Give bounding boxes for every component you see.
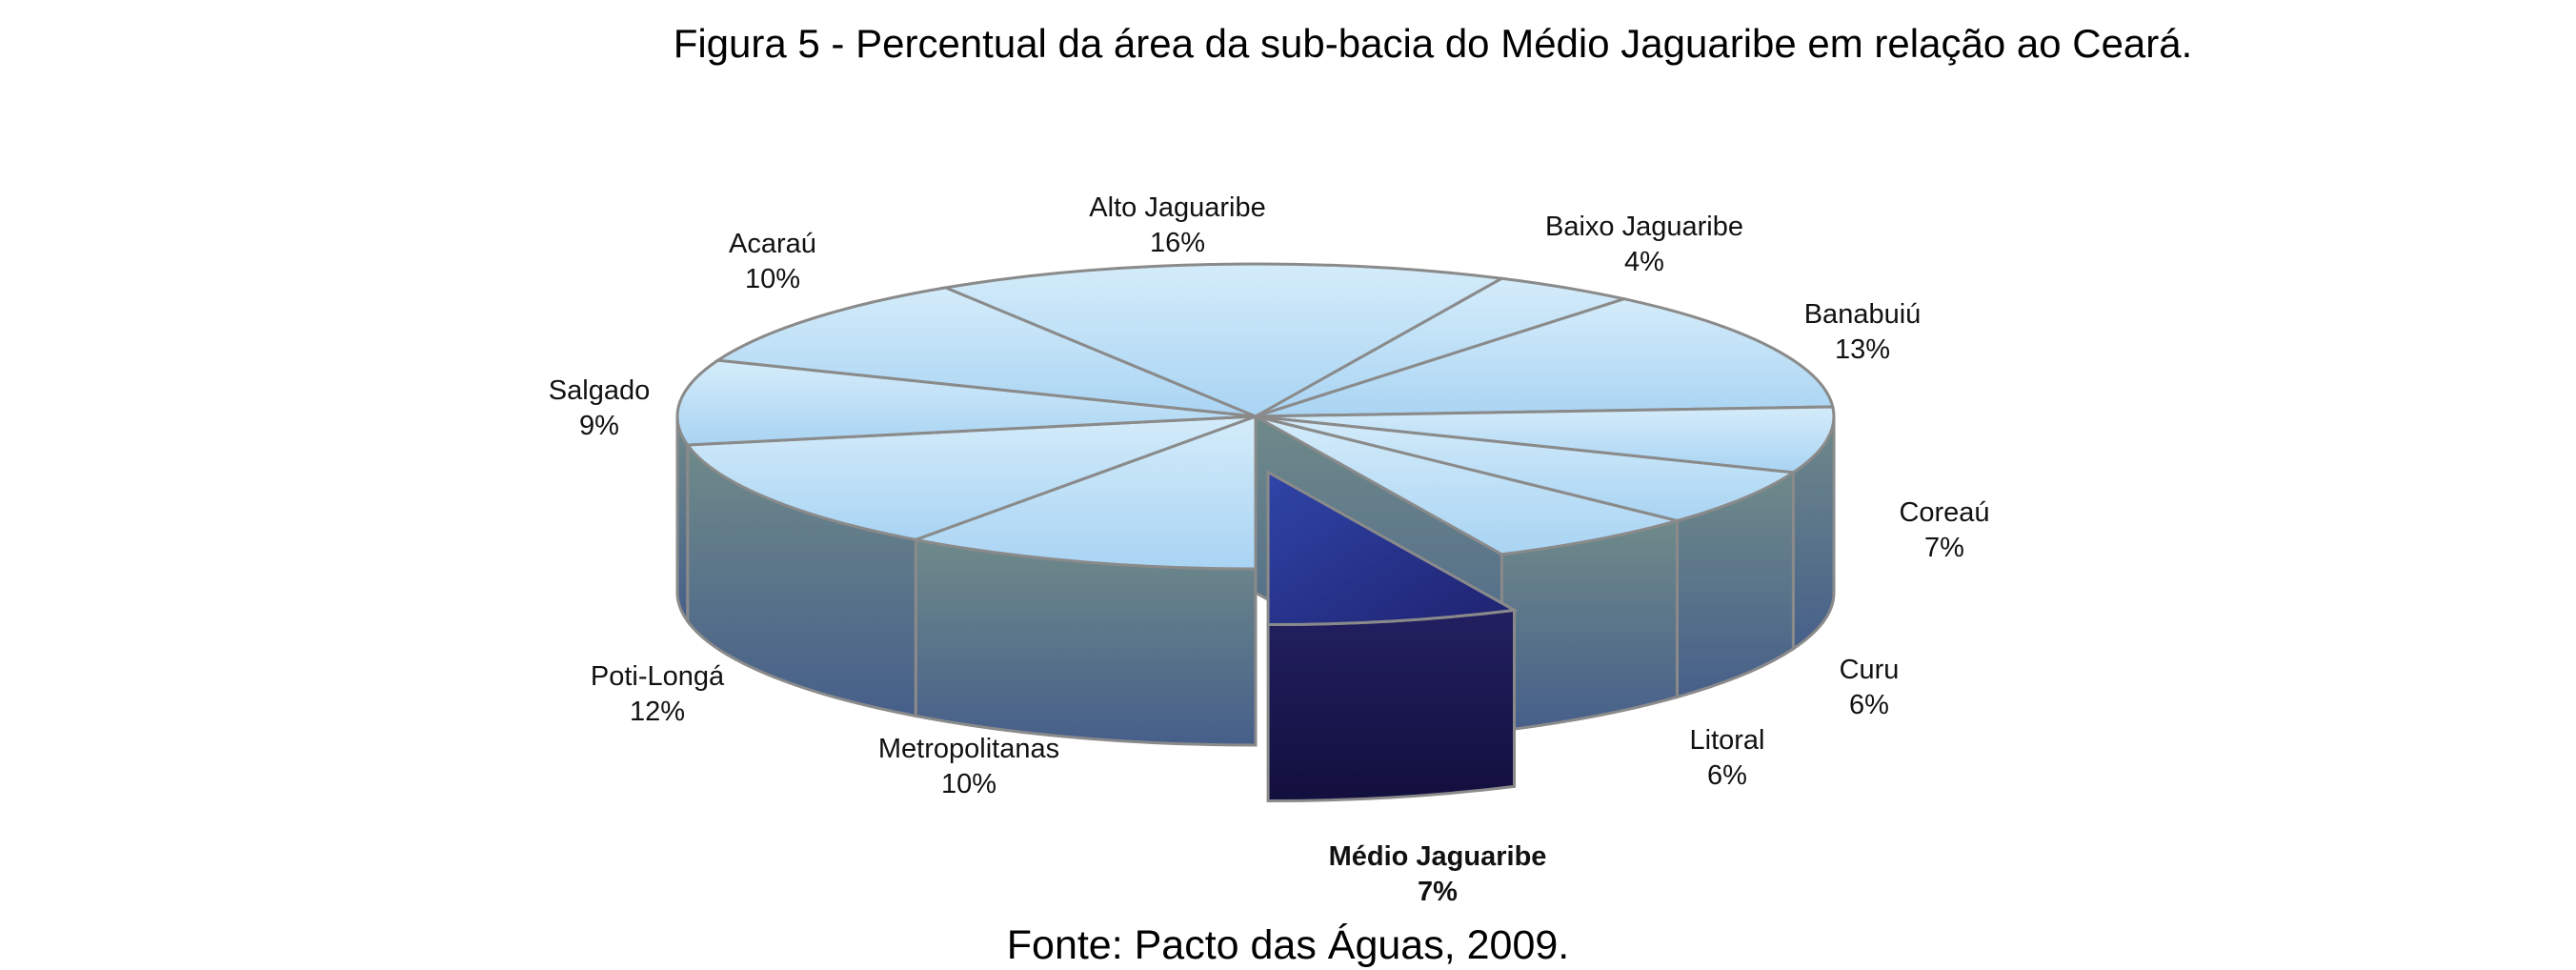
- figure-title: Figura 5 - Percentual da área da sub-bac…: [673, 21, 2193, 66]
- slice-label-name-litoral: Litoral: [1690, 725, 1765, 756]
- slice-label-value-coreau: 7%: [1924, 533, 1964, 563]
- slice-label-name-acarau: Acaraú: [729, 229, 816, 259]
- slice-label-value-acarau: 10%: [745, 264, 800, 294]
- slice-side-medio-jaguaribe: [1266, 608, 1517, 803]
- slice-salgado: [675, 358, 1257, 447]
- slice-label-name-alto-jaguaribe: Alto Jaguaribe: [1089, 192, 1265, 223]
- figure-source: Fonte: Pacto das Águas, 2009.: [1006, 922, 1570, 968]
- slice-coreau: [1255, 405, 1836, 475]
- slice-medio-jaguaribe: [1266, 469, 1519, 627]
- slice-label-name-salgado: Salgado: [549, 375, 650, 406]
- slice-alto-jaguaribe: [940, 262, 1507, 418]
- slice-label-name-metropolitanas: Metropolitanas: [878, 734, 1059, 764]
- slice-label-name-medio-jaguaribe: Médio Jaguaribe: [1329, 841, 1547, 872]
- slice-label-value-banabuiu: 13%: [1835, 334, 1890, 365]
- slice-label-value-medio-jaguaribe: 7%: [1418, 877, 1458, 907]
- slice-label-value-metropolitanas: 10%: [941, 769, 996, 799]
- slice-poti-longa: [684, 414, 1257, 541]
- slice-acarau: [714, 286, 1257, 418]
- slice-label-value-salgado: 9%: [579, 411, 619, 441]
- slice-side-metropolitanas: [914, 537, 1258, 747]
- slice-label-value-poti-longa: 12%: [630, 697, 685, 727]
- slice-label-value-baixo-jaguaribe: 4%: [1624, 247, 1664, 277]
- slice-curu: [1255, 414, 1798, 523]
- slice-label-value-curu: 6%: [1849, 690, 1889, 720]
- slice-label-name-curu: Curu: [1840, 655, 1900, 685]
- slice-label-value-litoral: 6%: [1707, 760, 1747, 791]
- slice-label-name-poti-longa: Poti-Longá: [591, 661, 725, 692]
- slice-label-value-alto-jaguaribe: 16%: [1150, 228, 1205, 258]
- slice-litoral: [1255, 414, 1683, 556]
- slice-side-salgado: [675, 415, 690, 626]
- slice-label-name-baixo-jaguaribe: Baixo Jaguaribe: [1545, 212, 1743, 242]
- slice-banabuiu: [1255, 297, 1835, 418]
- slice-label-name-coreau: Coreaú: [1899, 497, 1989, 528]
- slice-label-name-banabuiu: Banabuiú: [1804, 299, 1922, 330]
- slice-metropolitanas: [910, 414, 1258, 571]
